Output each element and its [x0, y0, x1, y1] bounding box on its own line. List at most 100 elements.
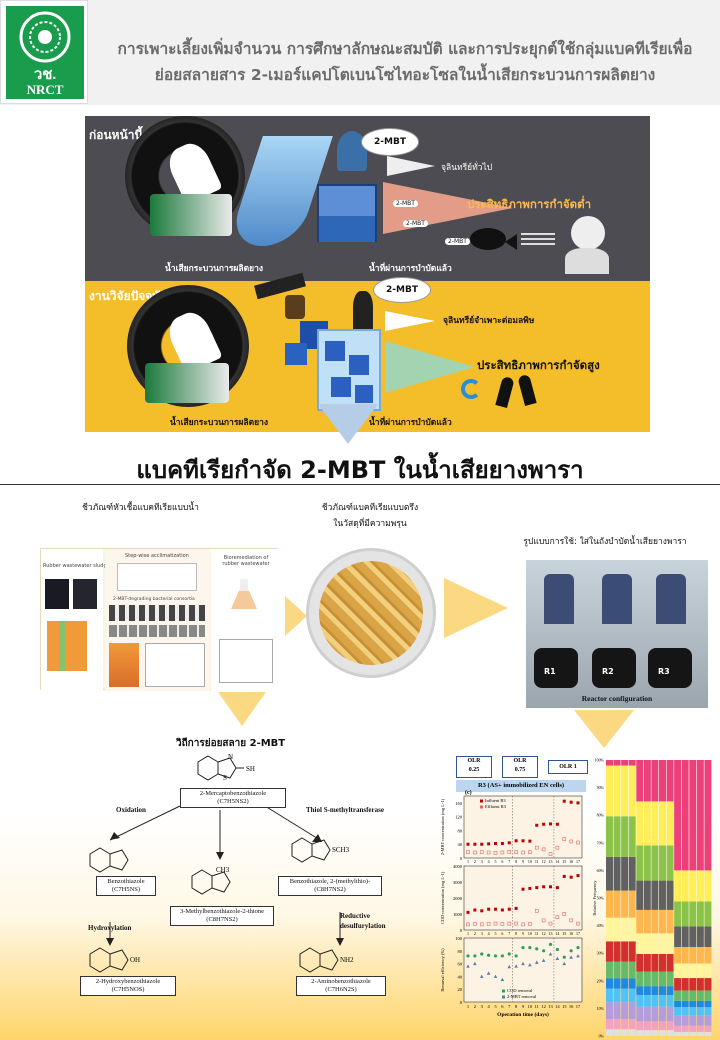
community-bar-segment	[643, 880, 651, 910]
x-tick: 12	[541, 1004, 546, 1009]
community-bar-segment	[659, 801, 666, 846]
right-final-product: 2-Aminobenzothiazole (C7H6N2S)	[296, 976, 386, 996]
x-tick: 1	[467, 859, 469, 864]
step1-figure: Rubber wastewater sludge Step-wise accli…	[40, 548, 279, 691]
community-bar-segment	[681, 760, 689, 871]
acclimatization-panel: Step-wise acclimatization 2-MBT-degradin…	[105, 549, 210, 691]
legend-label: COD removal	[507, 988, 533, 993]
influent-point	[521, 839, 525, 843]
influent-point	[576, 801, 580, 805]
acclimatization-diagram	[117, 563, 197, 591]
community-bar-segment	[681, 926, 689, 947]
influent-point	[555, 886, 559, 890]
header-band	[0, 0, 720, 105]
community-bar-segment	[621, 765, 629, 817]
atom-sh: SH	[246, 765, 255, 773]
nrct-logo: วช. NRCT	[0, 0, 88, 104]
step2-caption-line2: ในวัสดุที่มีความพรุน	[333, 519, 407, 529]
community-bar-segment	[681, 946, 689, 964]
influent-point	[549, 885, 552, 889]
community-bar-segment	[689, 990, 697, 1001]
x-tick: 15	[562, 1004, 567, 1009]
panel-3-ytick: 80	[458, 949, 463, 954]
reactor-label-r2: R2	[602, 667, 614, 676]
x-tick: 13	[549, 859, 553, 864]
community-bar-segment	[689, 870, 697, 902]
effluent-point	[576, 840, 580, 845]
community-bar-segment	[621, 961, 629, 979]
community-bar-segment	[606, 1019, 613, 1030]
community-ytick: 70%	[597, 840, 605, 845]
influent-point	[473, 842, 477, 846]
community-bar-segment	[681, 990, 689, 1001]
community-bar-segment	[643, 933, 651, 954]
before-efficiency-label: ประสิทธิภาพการกำจัดต่ำ	[467, 197, 592, 211]
right-product: Benzothiazole, 2-(methylthio)- (C8H7NS2)	[278, 876, 382, 896]
x-tick: 17	[576, 1004, 581, 1009]
influent-point	[528, 839, 532, 843]
effluent-point	[493, 851, 498, 855]
community-bar-segment	[621, 816, 629, 857]
community-bar-segment	[606, 961, 613, 979]
community-bar-segment	[651, 953, 659, 972]
mini-label-c: 2-MBT	[445, 238, 470, 245]
community-bar-segment	[613, 890, 621, 918]
cod_removal-point	[473, 954, 477, 958]
community-bar-segment	[628, 816, 636, 857]
x-tick: 7	[508, 931, 510, 936]
community-bar-segment	[606, 1029, 613, 1036]
reactor-r2	[592, 648, 636, 688]
mbt_removal-point	[569, 955, 573, 959]
community-bar-segment	[636, 1030, 644, 1036]
influent-point	[487, 842, 491, 846]
stack-bar-thumb	[109, 643, 139, 687]
community-bar-segment	[674, 963, 682, 979]
community-bar-segment	[674, 978, 682, 991]
influent-point	[507, 841, 511, 845]
panel-3-ytick: 20	[458, 987, 463, 992]
influent-point	[528, 886, 532, 890]
x-tick: 4	[488, 859, 490, 864]
community-bar-segment	[651, 845, 659, 881]
community-bar-segment	[606, 760, 613, 766]
community-bar-segment	[681, 1015, 689, 1026]
mbt_removal-point	[514, 964, 518, 968]
community-bar-segment	[674, 946, 682, 964]
community-ytick: 20%	[597, 978, 605, 983]
line-chart-thumb	[145, 643, 205, 687]
olr-tag-3: OLR 1	[548, 760, 588, 774]
mbt_removal-point	[486, 971, 491, 975]
right-final-label: 2-Aminobenzothiazole (C7H6N2S)	[311, 978, 371, 993]
community-bar-segment	[636, 760, 644, 761]
right-enzyme: Thiol S-methyltransferase	[306, 806, 384, 814]
left-product: Benzothiazole (C7H5NS)	[96, 876, 156, 896]
x-tick: 10	[528, 859, 532, 864]
community-bar-segment	[651, 909, 659, 934]
reactor-photo: R1 R2 R3 Reactor configuration	[526, 560, 708, 708]
panel-1-ylabel: 2-MBT concentration (mg L-1)	[440, 798, 445, 855]
community-ytick: 40%	[597, 923, 605, 928]
community-bar-segment	[621, 1029, 629, 1036]
effluent-point	[514, 921, 518, 926]
community-bar-segment	[636, 760, 644, 802]
community-bar-segment	[636, 1021, 644, 1031]
influent-point	[562, 874, 566, 878]
legend-label: Influent R3	[485, 798, 506, 803]
step2-caption-line1: ชีวภัณฑ์แบคทีเรียแบบตรึง	[321, 503, 419, 513]
community-bar-segment	[689, 926, 697, 947]
community-bar-segment	[651, 760, 659, 761]
community-bar-segment	[696, 760, 704, 871]
mbt_removal-point	[493, 974, 498, 978]
community-bar-segment	[621, 1019, 629, 1030]
community-bar-segment	[666, 760, 674, 802]
panel-2-ytick: 1000	[453, 912, 463, 917]
mtbt-benzene-ring	[291, 837, 313, 863]
community-bar-segment	[674, 1025, 682, 1032]
effluent-point	[534, 845, 539, 850]
current-chemical-label: 2-MBT	[386, 285, 418, 295]
nrct-emblem-icon	[6, 6, 84, 68]
x-tick: 16	[569, 1004, 574, 1009]
community-bar-segment	[651, 801, 659, 846]
left-final-product: 2-Hydroxybenzothiazole (C7H5NOS)	[80, 976, 176, 996]
tank-water	[319, 216, 375, 242]
